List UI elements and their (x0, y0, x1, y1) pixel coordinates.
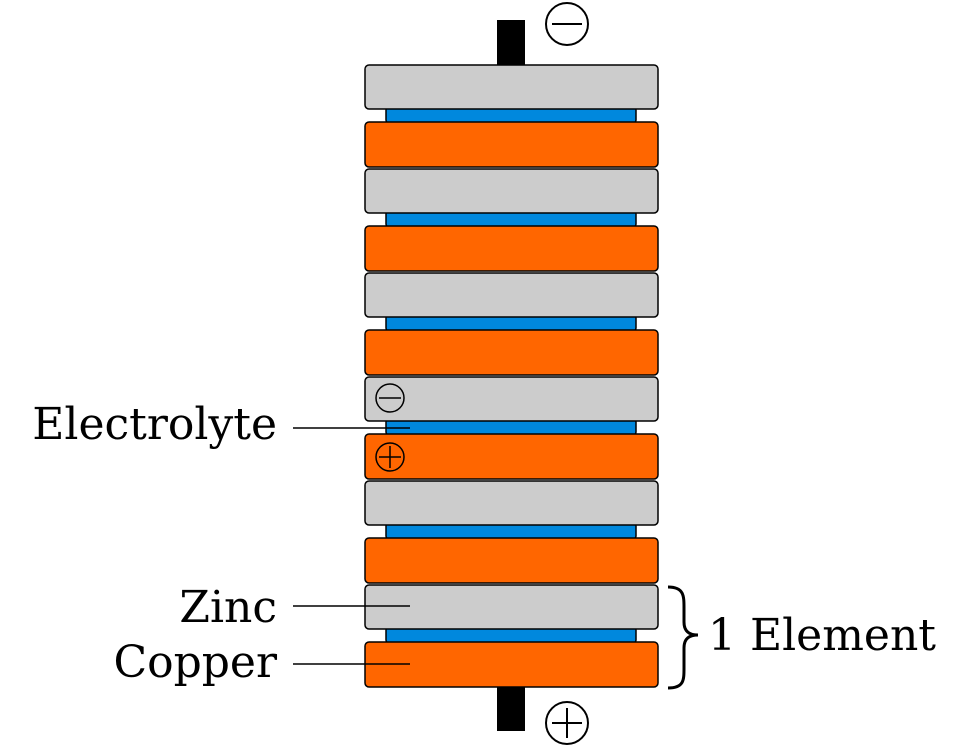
copper-plate (364, 537, 659, 584)
pile-stack (364, 64, 659, 688)
copper-positive-sign-icon (375, 442, 405, 472)
zinc-plate (364, 168, 659, 214)
copper-plate (364, 433, 659, 480)
element-brace (667, 585, 699, 690)
electrolyte-label: Electrolyte (32, 399, 277, 450)
negative-terminal-rod (497, 20, 525, 66)
zinc-plate (364, 376, 659, 422)
copper-plate (364, 225, 659, 272)
positive-terminal-sign-icon (545, 701, 589, 745)
zinc-plate (364, 584, 659, 630)
copper-plate (364, 329, 659, 376)
element-label: 1 Element (708, 610, 936, 661)
zinc-plate (364, 480, 659, 526)
negative-terminal-sign-icon (545, 2, 589, 46)
copper-label: Copper (113, 637, 278, 688)
zinc-plate (364, 272, 659, 318)
positive-terminal-rod (497, 687, 525, 731)
zinc-negative-sign-icon (375, 383, 405, 413)
zinc-label: Zinc (179, 582, 277, 633)
zinc-plate (364, 64, 659, 110)
copper-plate (364, 121, 659, 168)
